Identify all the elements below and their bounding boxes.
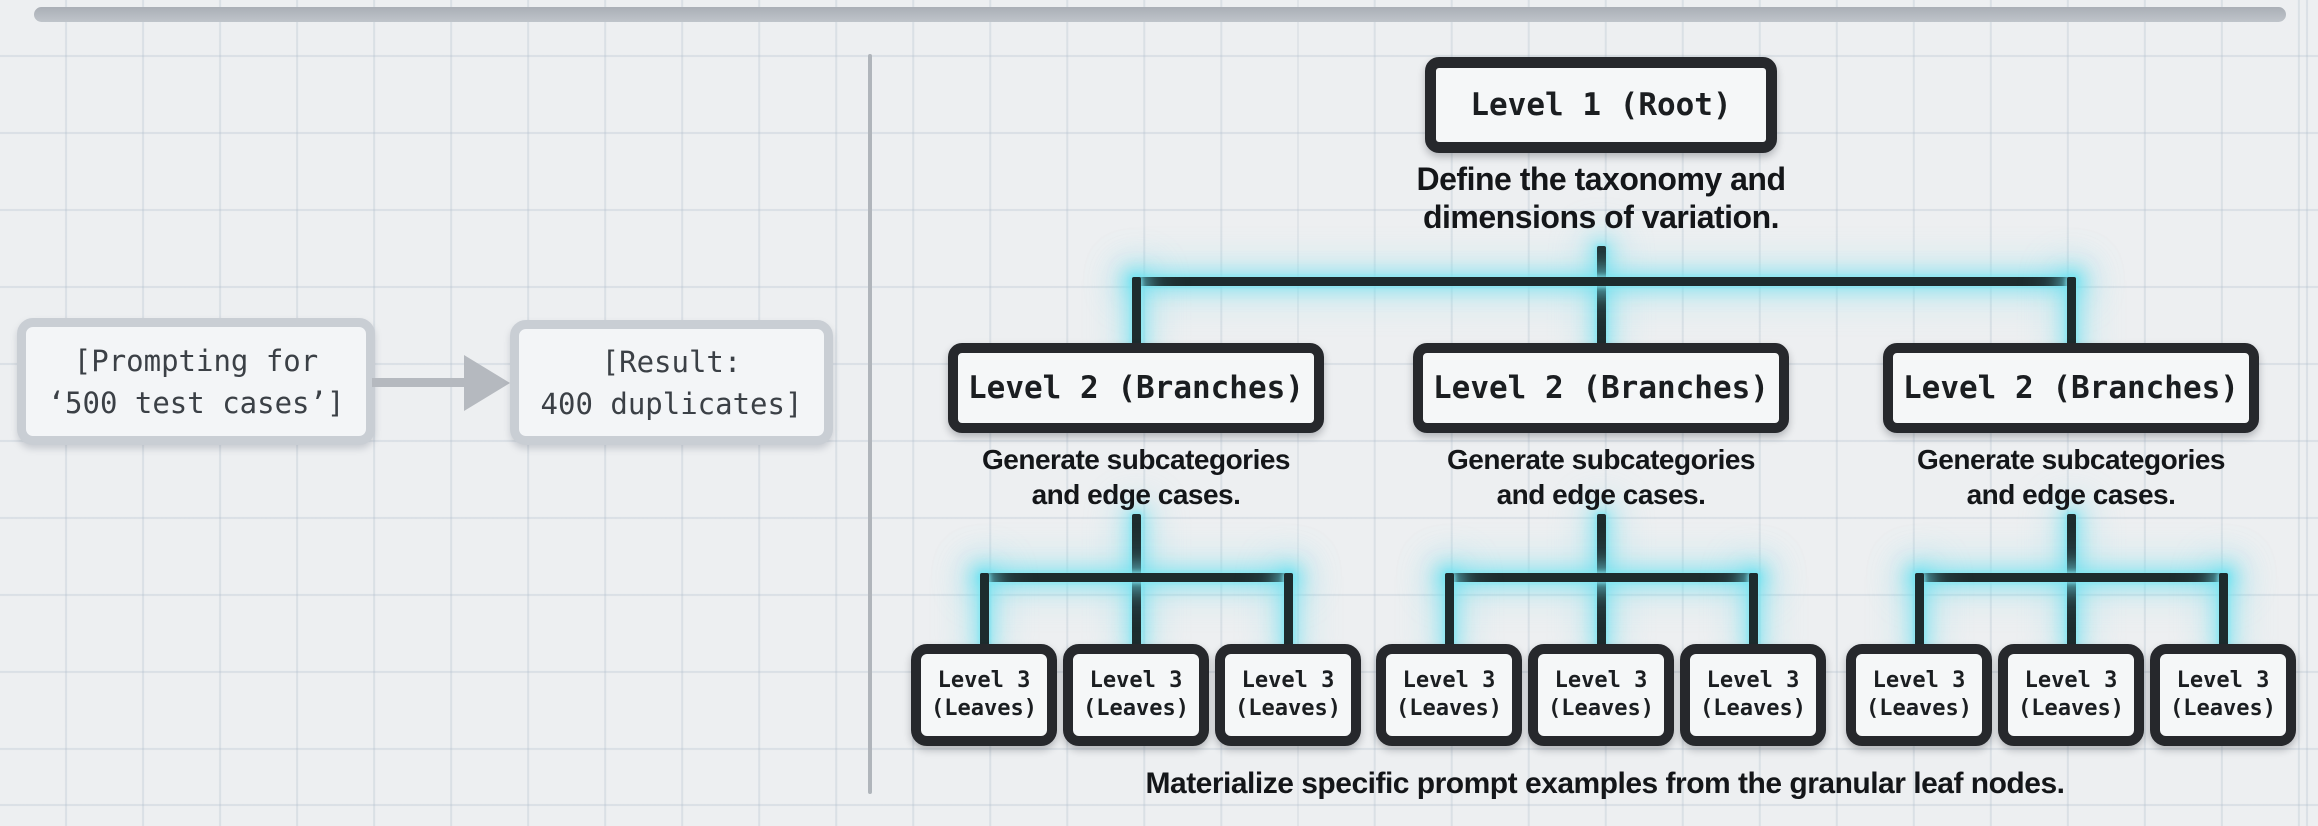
tree-node-branch-1: Level 2 (Branches): [948, 343, 1324, 433]
prompt-box-line1: [Prompting for: [73, 343, 319, 378]
tree-node-leaf-9: Level 3 (Leaves): [2150, 644, 2296, 746]
tree-node-leaf-2: Level 3 (Leaves): [1063, 644, 1209, 746]
connector-branch3-drop-right: [2219, 573, 2228, 647]
root-caption-line2: dimensions of variation.: [1422, 199, 1780, 235]
connector-root-stub: [1597, 246, 1606, 350]
leaf-3-line2: (Leaves): [1235, 696, 1341, 721]
connector-branch3-drop-left: [1915, 573, 1924, 647]
branch-1-label: Level 2 (Branches): [968, 370, 1304, 406]
connector-branch2-drop-left: [1445, 573, 1454, 647]
connector-branch2-drop-right: [1749, 573, 1758, 647]
tree-node-leaf-3: Level 3 (Leaves): [1215, 644, 1361, 746]
branch-1-caption-line2: and edge cases.: [1031, 479, 1241, 510]
tree-node-leaf-7: Level 3 (Leaves): [1846, 644, 1992, 746]
result-box-line2: 400 duplicates]: [540, 386, 803, 421]
leaf-5-line1: Level 3: [1554, 668, 1648, 693]
prompt-box-line2: ‘500 test cases’]: [47, 385, 345, 420]
branch-3-label: Level 2 (Branches): [1903, 370, 2239, 406]
connector-branch1-drop-left: [980, 573, 989, 647]
leaf-4-line1: Level 3: [1402, 668, 1496, 693]
connector-l1-drop-right: [2067, 277, 2076, 351]
footer-caption: Materialize specific prompt examples fro…: [1145, 767, 2065, 800]
tree-node-leaf-8: Level 3 (Leaves): [1998, 644, 2144, 746]
leaf-8-line1: Level 3: [2024, 668, 2118, 693]
root-caption-line1: Define the taxonomy and: [1416, 161, 1787, 197]
branch-1-caption-line1: Generate subcategories: [981, 444, 1291, 475]
prompt-box: [Prompting for ‘500 test cases’]: [17, 318, 375, 445]
root-caption: Define the taxonomy and dimensions of va…: [1341, 160, 1861, 236]
tree-node-branch-3: Level 2 (Branches): [1883, 343, 2259, 433]
result-box-line1: [Result:: [601, 344, 742, 379]
leaf-1-line2: (Leaves): [931, 696, 1037, 721]
branch-2-caption: Generate subcategories and edge cases.: [1401, 442, 1801, 512]
leaf-6-line2: (Leaves): [1700, 696, 1806, 721]
branch-2-caption-line2: and edge cases.: [1496, 479, 1706, 510]
branch-2-label: Level 2 (Branches): [1433, 370, 1769, 406]
connector-branch2-horizontal: [1445, 573, 1758, 582]
leaf-1-line1: Level 3: [937, 668, 1031, 693]
connector-branch1-drop-right: [1284, 573, 1293, 647]
arrow-right-icon-head: [464, 355, 510, 411]
leaf-3-line1: Level 3: [1241, 668, 1335, 693]
tree-node-leaf-6: Level 3 (Leaves): [1680, 644, 1826, 746]
leaf-5-line2: (Leaves): [1548, 696, 1654, 721]
leaf-7-line2: (Leaves): [1866, 696, 1972, 721]
leaf-6-line1: Level 3: [1706, 668, 1800, 693]
leaf-9-line1: Level 3: [2176, 668, 2270, 693]
leaf-8-line2: (Leaves): [2018, 696, 2124, 721]
leaf-9-line2: (Leaves): [2170, 696, 2276, 721]
arrow-right-icon: [372, 378, 468, 387]
leaf-2-line1: Level 3: [1089, 668, 1183, 693]
tree-node-leaf-5: Level 3 (Leaves): [1528, 644, 1674, 746]
tree-node-branch-2: Level 2 (Branches): [1413, 343, 1789, 433]
branch-2-caption-line1: Generate subcategories: [1446, 444, 1756, 475]
leaf-7-line1: Level 3: [1872, 668, 1966, 693]
leaf-4-line2: (Leaves): [1396, 696, 1502, 721]
connector-l1-drop-left: [1132, 277, 1141, 351]
tree-node-leaf-4: Level 3 (Leaves): [1376, 644, 1522, 746]
leaf-2-line2: (Leaves): [1083, 696, 1189, 721]
branch-3-caption: Generate subcategories and edge cases.: [1871, 442, 2271, 512]
tree-node-leaf-1: Level 3 (Leaves): [911, 644, 1057, 746]
top-rail: [34, 7, 2286, 22]
branch-1-caption: Generate subcategories and edge cases.: [936, 442, 1336, 512]
root-label: Level 1 (Root): [1470, 87, 1732, 123]
branch-3-caption-line1: Generate subcategories: [1916, 444, 2226, 475]
section-divider: [868, 54, 872, 794]
connector-l1-horizontal: [1132, 277, 2076, 286]
tree-node-root: Level 1 (Root): [1425, 57, 1777, 153]
result-box: [Result: 400 duplicates]: [510, 320, 833, 445]
branch-3-caption-line2: and edge cases.: [1966, 479, 2176, 510]
connector-branch1-horizontal: [980, 573, 1293, 582]
connector-branch3-horizontal: [1915, 573, 2228, 582]
